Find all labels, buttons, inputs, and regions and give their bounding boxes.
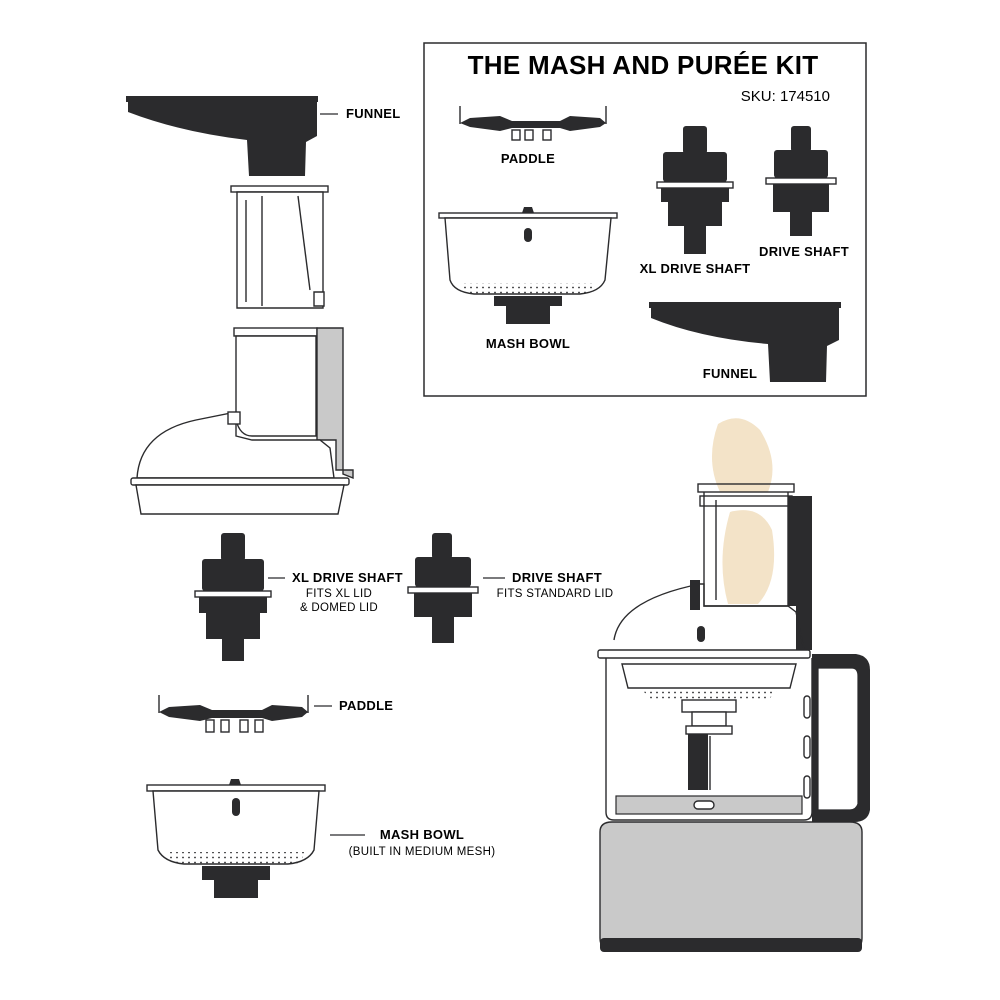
kit-xl-drive-shaft-label: XL DRIVE SHAFT: [640, 261, 751, 276]
kit-sku: SKU: 174510: [741, 88, 830, 105]
kit-drive-shaft-illustration: [765, 126, 837, 236]
xl-drive-shaft-callout: XL DRIVE SHAFT: [292, 570, 403, 585]
paddle-callout: PADDLE: [339, 698, 393, 713]
kit-xl-drive-shaft-illustration: [656, 126, 734, 254]
potato-inside: [722, 510, 775, 604]
xl-lid-illustration: [130, 327, 354, 515]
mash-bowl-note: (BUILT IN MEDIUM MESH): [349, 846, 496, 858]
kit-paddle-label: PADDLE: [501, 151, 555, 166]
drive-shaft-callout: DRIVE SHAFT: [512, 570, 602, 585]
kit-funnel-illustration: [649, 302, 841, 382]
mash-bowl-callout: MASH BOWL: [380, 827, 464, 842]
drive-shaft-illustration: [407, 533, 479, 643]
xl-drive-shaft-note-line1: FITS XL LID: [306, 588, 372, 600]
mash-bowl-illustration: [146, 779, 326, 898]
kit-drive-shaft-label: DRIVE SHAFT: [759, 244, 849, 259]
xl-drive-shaft-note-line2: & DOMED LID: [300, 602, 378, 614]
kit-title: THE MASH AND PURÉE KIT: [468, 50, 819, 80]
xl-drive-shaft-illustration: [194, 533, 272, 661]
drive-shaft-note: FITS STANDARD LID: [497, 588, 614, 600]
inner-chute-illustration: [230, 185, 329, 309]
kit-paddle-illustration: [459, 106, 607, 141]
funnel-callout: FUNNEL: [346, 106, 401, 121]
funnel-illustration: [126, 96, 318, 176]
paddle-illustration: [158, 695, 309, 733]
kit-mash-bowl-label: MASH BOWL: [486, 336, 570, 351]
assembled-food-processor: [597, 418, 870, 952]
kit-panel: THE MASH AND PURÉE KIT SKU: 174510 PADDL…: [423, 42, 867, 397]
kit-mash-bowl-illustration: [438, 207, 618, 324]
potato-top: [711, 418, 773, 492]
kit-funnel-label: FUNNEL: [703, 366, 758, 381]
